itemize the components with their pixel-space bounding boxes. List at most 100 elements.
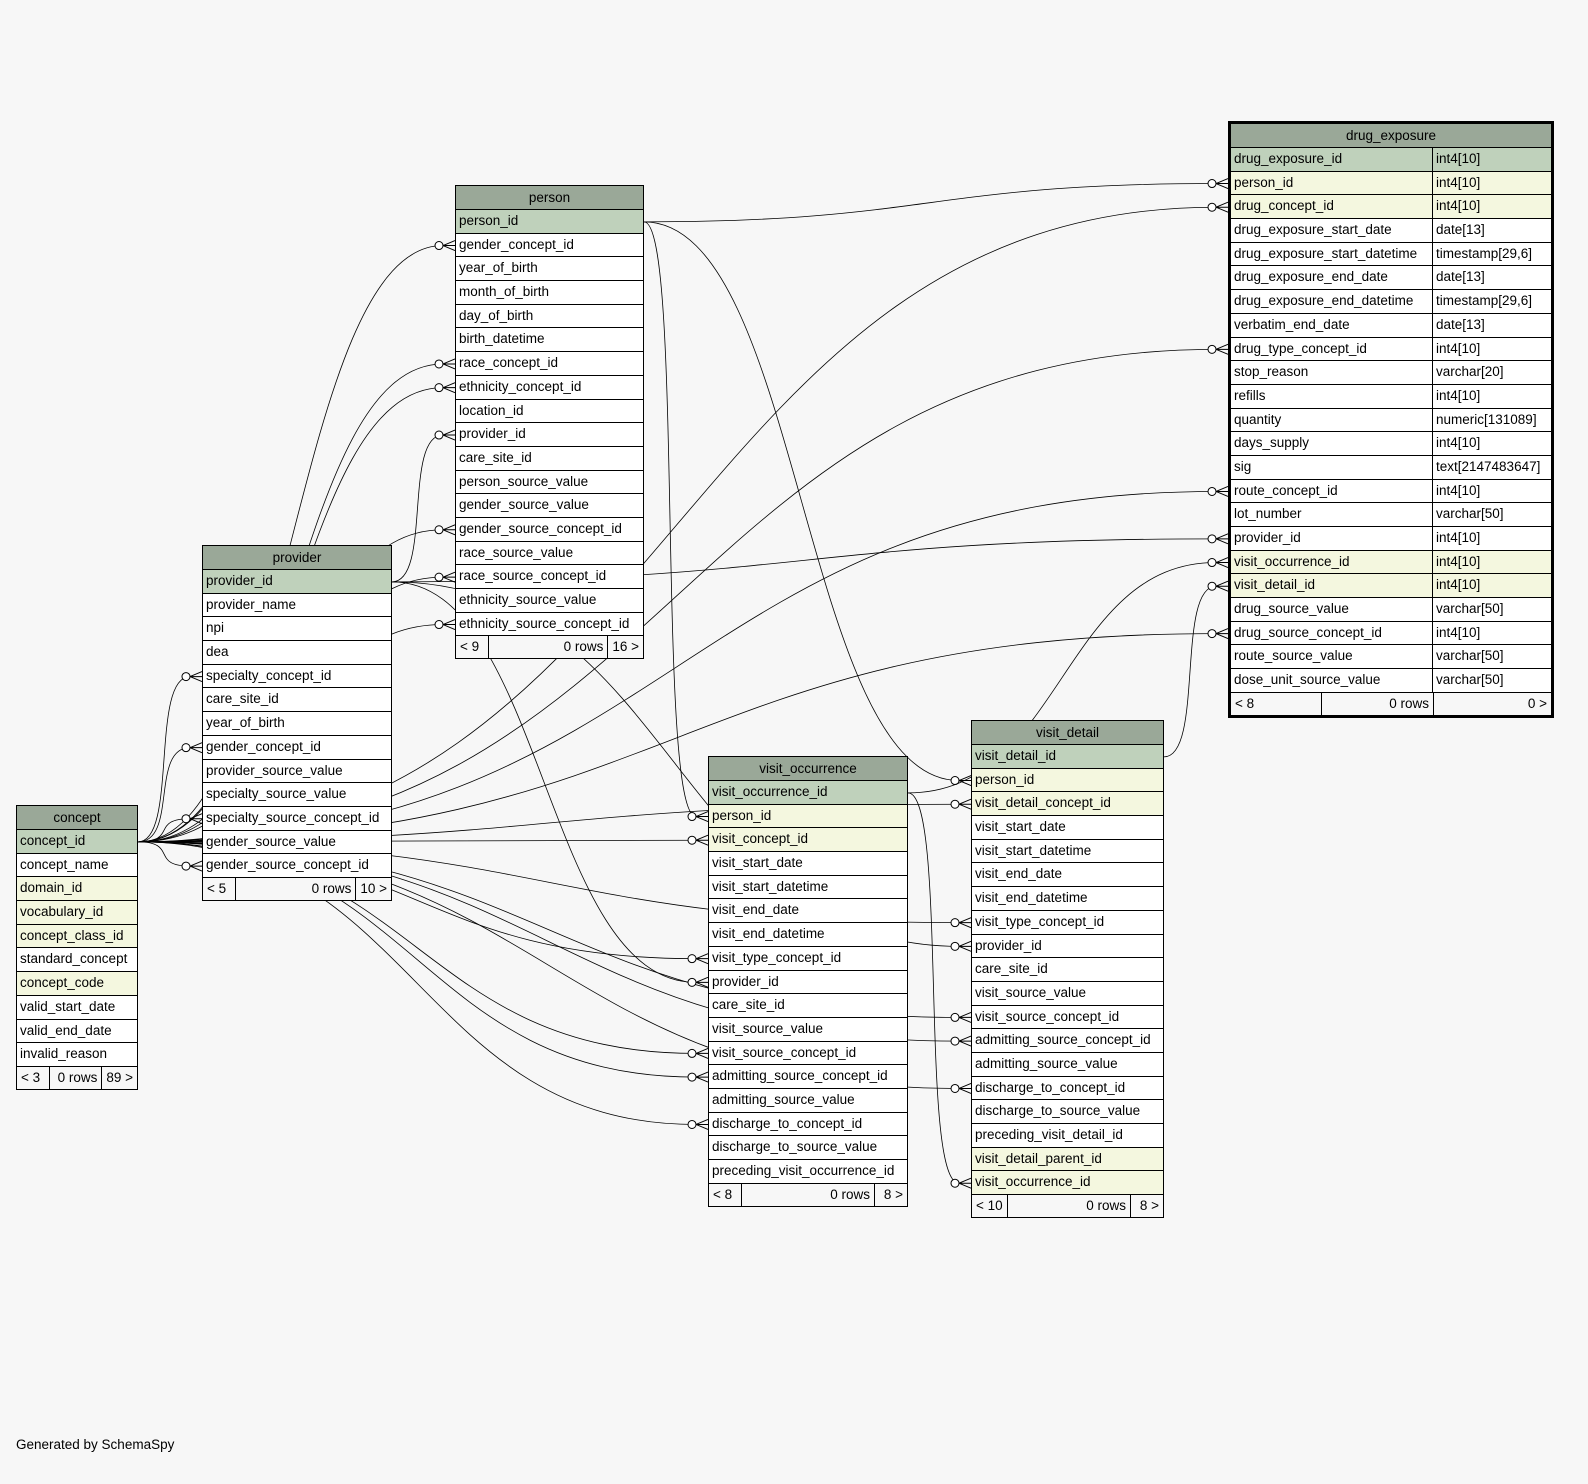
column-row[interactable]: provider_source_value [203,760,391,784]
column-row[interactable]: race_concept_id [456,352,643,376]
column-row[interactable]: concept_id [17,830,137,854]
column-row[interactable]: visit_detail_id [972,745,1163,769]
column-row[interactable]: visit_source_value [972,982,1163,1006]
column-row[interactable]: specialty_source_concept_id [203,807,391,831]
column-row[interactable]: valid_end_date [17,1020,137,1044]
table-header[interactable]: provider [203,546,391,570]
parents-link[interactable]: < 8 [713,1186,733,1202]
column-row[interactable]: care_site_id [203,688,391,713]
column-row[interactable]: admitting_source_value [709,1089,907,1113]
column-row[interactable]: visit_start_date [972,816,1163,840]
column-row[interactable]: admitting_source_value [972,1053,1163,1077]
column-row[interactable]: visit_start_date [709,852,907,876]
column-row[interactable]: person_source_value [456,471,643,495]
parents-link[interactable]: < 9 [460,639,480,655]
column-row[interactable]: visit_occurrence_id [972,1171,1163,1196]
column-row[interactable]: valid_start_date [17,996,137,1020]
column-row[interactable]: admitting_source_concept_id [972,1029,1163,1053]
column-row[interactable]: visit_source_value [709,1018,907,1042]
column-row[interactable]: gender_concept_id [203,736,391,760]
column-row[interactable]: provider_id [709,971,907,995]
column-row[interactable]: standard_concept [17,948,137,973]
column-row[interactable]: day_of_birth [456,305,643,329]
table-header[interactable]: concept [17,806,137,830]
column-row[interactable]: gender_source_concept_id [456,518,643,542]
column-row[interactable]: ethnicity_concept_id [456,376,643,400]
parents-link[interactable]: < 5 [207,880,227,896]
column-row[interactable]: gender_source_value [203,831,391,855]
children-link[interactable]: 8 > [874,1183,907,1206]
parents-link[interactable]: < 8 [1235,695,1255,711]
children-link[interactable]: 89 > [101,1066,137,1089]
column-row[interactable]: gender_concept_id [456,234,643,258]
table-header[interactable]: visit_occurrence [709,757,907,781]
column-row[interactable]: discharge_to_concept_id [972,1077,1163,1101]
column-row[interactable]: discharge_to_concept_id [709,1113,907,1137]
table-header[interactable]: drug_exposure [1231,124,1551,148]
column-row[interactable]: visit_start_datetime [972,840,1163,864]
column-row[interactable]: provider_name [203,594,391,618]
column-row[interactable]: provider_id [203,570,391,594]
column-row[interactable]: year_of_birth [456,257,643,282]
column-row[interactable]: invalid_reason [17,1043,137,1067]
column-row[interactable]: provider_id [972,935,1163,959]
column-row[interactable]: visit_source_concept_id [972,1006,1163,1030]
parents-link[interactable]: < 10 [976,1198,1003,1214]
column-row[interactable]: preceding_visit_occurrence_id [709,1160,907,1184]
column-row[interactable]: provider_id [456,423,643,447]
children-link[interactable]: 16 > [607,636,643,659]
column-row[interactable]: race_source_value [456,542,643,566]
column-row[interactable]: visit_end_date [972,863,1163,888]
column-row[interactable]: domain_id [17,877,137,902]
children-link[interactable]: 0 > [1433,692,1551,715]
column-row[interactable]: visit_type_concept_id [709,947,907,971]
column-row[interactable]: ethnicity_source_concept_id [456,613,643,637]
column-row[interactable]: specialty_concept_id [203,665,391,689]
column-row[interactable]: visit_end_datetime [972,887,1163,911]
column-row[interactable]: admitting_source_concept_id [709,1065,907,1089]
column-row[interactable]: visit_source_concept_id [709,1042,907,1066]
column-row[interactable]: preceding_visit_detail_id [972,1124,1163,1148]
column-row[interactable]: care_site_id [709,994,907,1018]
column-row[interactable]: location_id [456,400,643,424]
column-row[interactable]: discharge_to_source_value [972,1100,1163,1124]
column-row[interactable]: person_id [709,804,907,829]
column-row[interactable]: specialty_source_value [203,783,391,807]
column-row[interactable]: visit_detail_parent_id [972,1147,1163,1172]
column-row[interactable]: race_source_concept_id [456,565,643,589]
column-row[interactable]: ethnicity_source_value [456,589,643,613]
parents-link[interactable]: < 3 [21,1069,41,1085]
column-row[interactable]: year_of_birth [203,712,391,736]
column-row[interactable]: visit_occurrence_id [709,781,907,805]
column-row[interactable]: person_id [972,768,1163,793]
column-row[interactable]: discharge_to_source_value [709,1136,907,1160]
column-row[interactable]: gender_source_value [456,494,643,518]
table-header[interactable]: visit_detail [972,721,1163,745]
column-row[interactable]: care_site_id [456,447,643,471]
column-row[interactable]: gender_source_concept_id [203,854,391,878]
column-row[interactable]: visit_end_datetime [709,923,907,947]
column-row[interactable]: care_site_id [972,958,1163,982]
table-header[interactable]: person [456,186,643,210]
